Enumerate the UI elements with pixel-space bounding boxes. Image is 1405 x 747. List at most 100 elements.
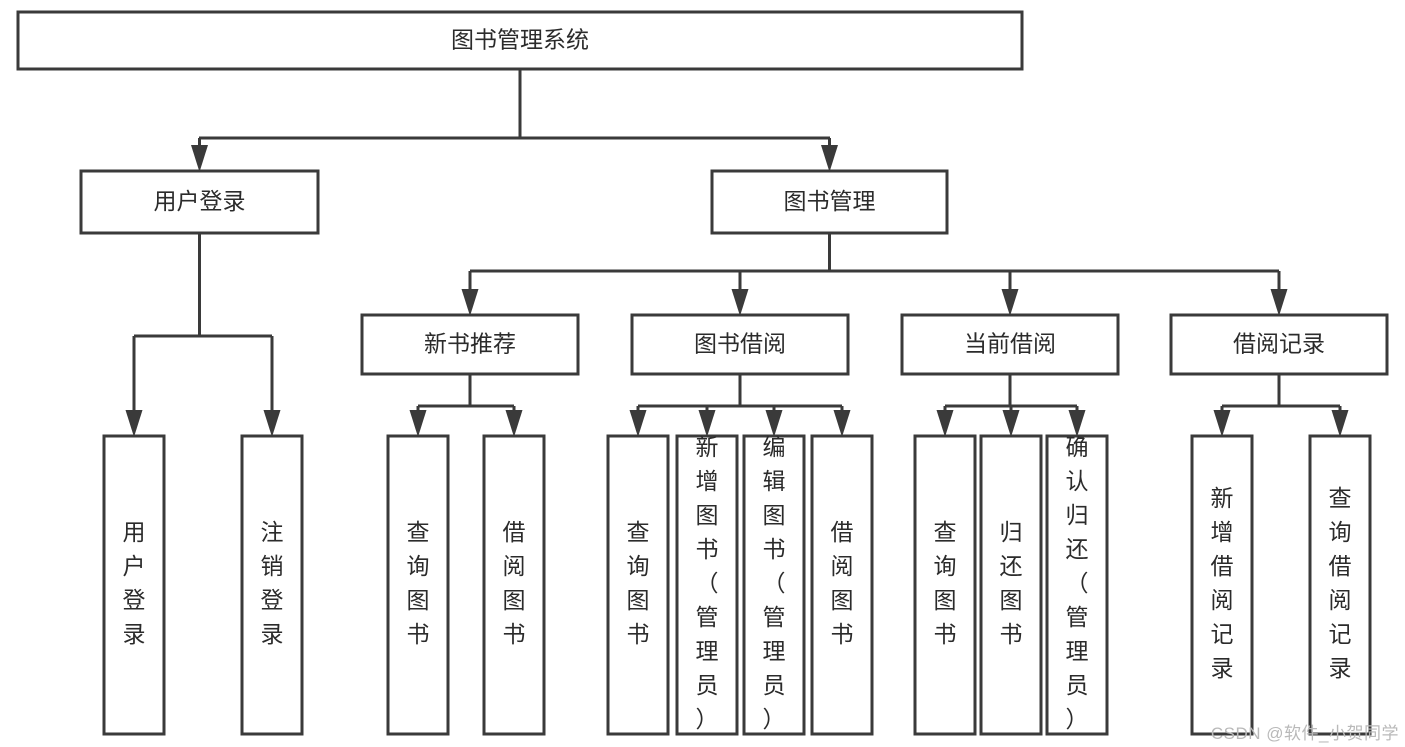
node-box[interactable] — [1308, 434, 1372, 736]
node-box[interactable] — [900, 313, 1120, 376]
node-box[interactable] — [1169, 313, 1389, 376]
node-label: 用户登录 — [154, 188, 246, 214]
edge-arrowhead — [821, 145, 838, 172]
node-leaf-query-book-1[interactable]: 查询图书 — [386, 434, 450, 736]
node-label: 图书借阅 — [694, 331, 786, 357]
edge-arrowhead — [461, 289, 479, 316]
node-leaf-borrow-book-2[interactable]: 借阅图书 — [810, 434, 874, 736]
edge-arrowhead — [1001, 289, 1019, 316]
node-box[interactable] — [913, 434, 977, 736]
node-leaf-query-book-2[interactable]: 查询图书 — [606, 434, 670, 736]
node-label: 查询借阅记录 — [1329, 485, 1352, 681]
edge-user-login-to-leaf-user-login — [125, 336, 143, 437]
edge-arrowhead — [505, 410, 523, 437]
node-box[interactable] — [360, 313, 580, 376]
edge-book-borrow-to-leaf-edit-book-admin — [765, 406, 783, 437]
edge-arrowhead — [191, 145, 208, 172]
edge-arrowhead — [1331, 410, 1349, 437]
node-box[interactable] — [1190, 434, 1254, 736]
node-box[interactable] — [606, 434, 670, 736]
node-label: 新书推荐 — [424, 331, 516, 357]
node-label: 确认归还（管理员） — [1066, 434, 1089, 732]
connector-layer — [125, 69, 1349, 437]
node-layer: 图书管理系统用户登录图书管理新书推荐图书借阅当前借阅借阅记录用户登录注销登录查询… — [16, 10, 1389, 736]
node-leaf-borrow-book-1[interactable]: 借阅图书 — [482, 434, 546, 736]
node-label: 借阅图书 — [831, 519, 854, 647]
node-label: 借阅记录 — [1233, 331, 1325, 357]
node-leaf-logout[interactable]: 注销登录 — [240, 434, 304, 736]
edge-arrowhead — [1002, 410, 1020, 437]
edge-current-borrow-to-leaf-query-book-3 — [936, 406, 954, 437]
node-label: 归还图书 — [1000, 519, 1023, 647]
edge-root-to-user-login — [191, 138, 208, 172]
edge-new-book-recommend-to-leaf-borrow-book-1 — [505, 406, 523, 437]
edge-arrowhead — [765, 410, 783, 437]
node-leaf-add-book-admin[interactable]: 新增图书（管理员） — [675, 434, 739, 736]
node-book-manage[interactable]: 图书管理 — [710, 169, 949, 235]
node-new-book-recommend[interactable]: 新书推荐 — [360, 313, 580, 376]
node-box[interactable] — [240, 434, 304, 736]
node-borrow-record[interactable]: 借阅记录 — [1169, 313, 1389, 376]
edge-book-borrow-to-leaf-add-book-admin — [698, 406, 716, 437]
node-leaf-add-borrow-record[interactable]: 新增借阅记录 — [1190, 434, 1254, 736]
connector-group-book-manage — [470, 233, 1279, 273]
node-label: 图书管理系统 — [451, 27, 589, 53]
edge-root-to-book-manage — [821, 138, 838, 172]
edge-arrowhead — [1068, 410, 1086, 437]
edge-arrowhead — [629, 410, 647, 437]
node-leaf-edit-book-admin[interactable]: 编辑图书（管理员） — [742, 434, 806, 736]
edge-arrowhead — [731, 289, 749, 316]
node-leaf-return-book[interactable]: 归还图书 — [979, 434, 1043, 736]
node-label: 新增借阅记录 — [1211, 485, 1234, 681]
edge-arrowhead — [125, 410, 143, 437]
node-box[interactable] — [810, 434, 874, 736]
connector-group-new-book-recommend — [418, 374, 514, 408]
node-leaf-confirm-return-admin[interactable]: 确认归还（管理员） — [1045, 434, 1109, 736]
edge-new-book-recommend-to-leaf-query-book-1 — [409, 406, 427, 437]
node-label: 用户登录 — [123, 519, 146, 647]
node-label: 新增图书（管理员） — [696, 434, 719, 732]
edge-book-manage-to-new-book-recommend — [461, 271, 479, 316]
connector-group-borrow-record — [1222, 374, 1340, 408]
edge-book-manage-to-current-borrow — [1001, 271, 1019, 316]
node-box[interactable] — [979, 434, 1043, 736]
connector-group-book-borrow — [638, 374, 842, 408]
node-leaf-query-book-3[interactable]: 查询图书 — [913, 434, 977, 736]
node-user-login[interactable]: 用户登录 — [79, 169, 320, 235]
edge-arrowhead — [698, 410, 716, 437]
node-box[interactable] — [16, 10, 1024, 71]
node-leaf-query-borrow-record[interactable]: 查询借阅记录 — [1308, 434, 1372, 736]
node-box[interactable] — [630, 313, 850, 376]
edge-arrowhead — [936, 410, 954, 437]
node-box[interactable] — [710, 169, 949, 235]
edge-borrow-record-to-leaf-query-borrow-record — [1331, 406, 1349, 437]
node-box[interactable] — [742, 434, 806, 736]
edge-book-manage-to-book-borrow — [731, 271, 749, 316]
node-label: 查询图书 — [627, 519, 650, 647]
node-current-borrow[interactable]: 当前借阅 — [900, 313, 1120, 376]
edge-arrowhead — [1270, 289, 1288, 316]
node-root[interactable]: 图书管理系统 — [16, 10, 1024, 71]
edge-arrowhead — [409, 410, 427, 437]
node-box[interactable] — [675, 434, 739, 736]
node-leaf-user-login[interactable]: 用户登录 — [102, 434, 166, 736]
connector-group-current-borrow — [945, 374, 1077, 408]
node-label: 注销登录 — [261, 519, 284, 647]
edge-arrowhead — [833, 410, 851, 437]
node-book-borrow[interactable]: 图书借阅 — [630, 313, 850, 376]
connector-group-user-login — [134, 233, 272, 338]
node-box[interactable] — [386, 434, 450, 736]
edge-borrow-record-to-leaf-add-borrow-record — [1213, 406, 1231, 437]
node-box[interactable] — [482, 434, 546, 736]
node-box[interactable] — [1045, 434, 1109, 736]
node-label: 查询图书 — [407, 519, 430, 647]
node-label: 图书管理 — [784, 188, 876, 214]
edge-book-borrow-to-leaf-query-book-2 — [629, 406, 647, 437]
edge-book-borrow-to-leaf-borrow-book-2 — [833, 406, 851, 437]
node-label: 借阅图书 — [503, 519, 526, 647]
node-box[interactable] — [79, 169, 320, 235]
node-box[interactable] — [102, 434, 166, 736]
edge-book-manage-to-borrow-record — [1270, 271, 1288, 316]
